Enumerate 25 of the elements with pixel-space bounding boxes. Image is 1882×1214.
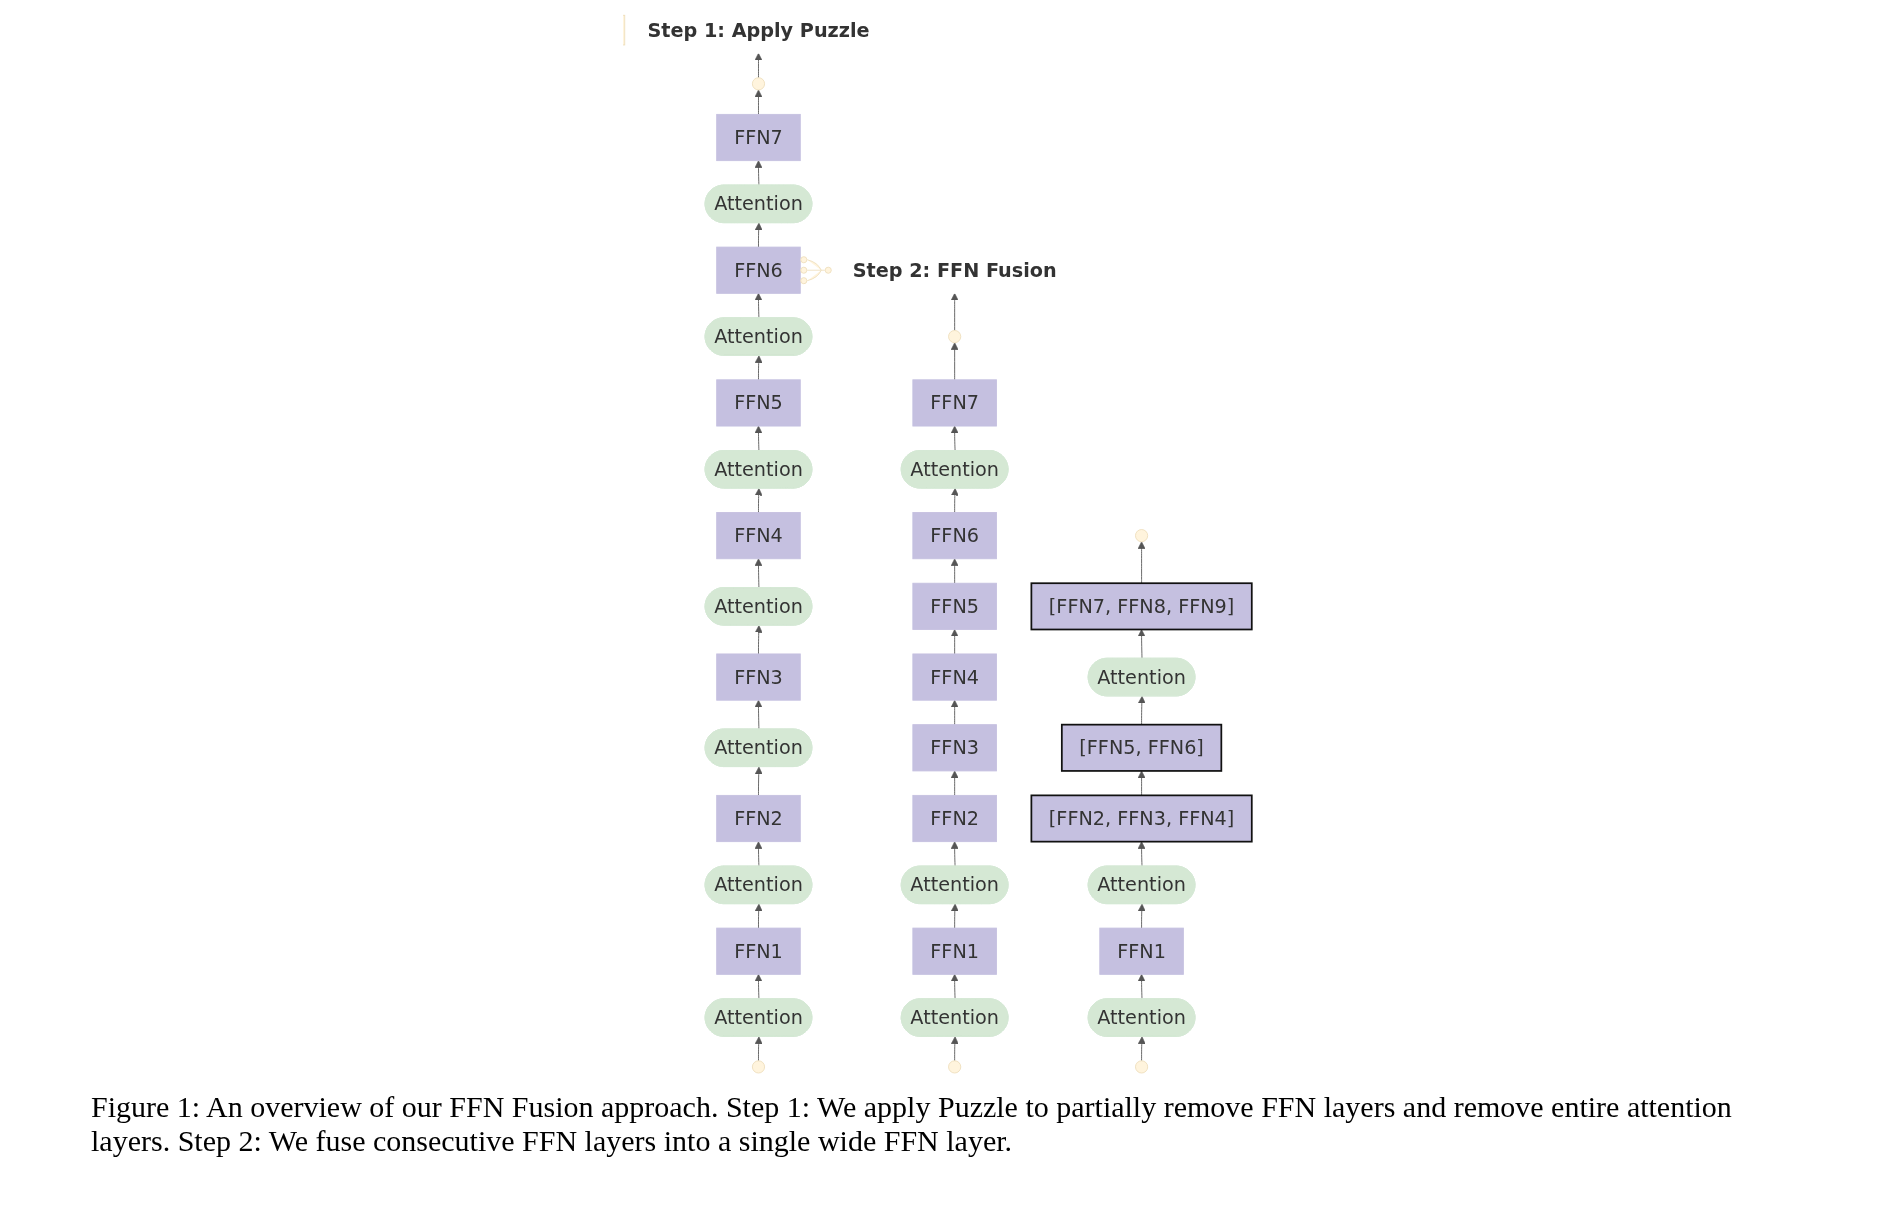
node-box: FFN5 bbox=[912, 582, 997, 630]
node-box: FFN1 bbox=[1099, 927, 1184, 975]
node-dots bbox=[1135, 529, 1149, 543]
node-box: FFN5 bbox=[716, 379, 801, 427]
node-box: [FFN7, FFN8, FFN9] bbox=[1030, 582, 1253, 631]
node-dots bbox=[1135, 1060, 1149, 1074]
node-dots bbox=[752, 77, 766, 91]
node-box: FFN3 bbox=[716, 653, 801, 701]
node-box: FFN4 bbox=[912, 653, 997, 701]
caption: Figure 1: An overview of our FFN Fusion approach. Step 1: We apply Puzzle to partially remove FFN layers and remove entire attention layers. Step 2: We fuse consecutive FFN layers into a single wide FFN layer. bbox=[91, 1090, 1733, 1158]
node-box: FFN4 bbox=[716, 512, 801, 560]
node-box: [FFN2, FFN3, FFN4] bbox=[1030, 794, 1253, 843]
node-box: FFN2 bbox=[912, 794, 997, 843]
node-box: FFN7 bbox=[912, 379, 997, 427]
node-box: [FFN5, FFN6] bbox=[1061, 723, 1223, 772]
node-box: FFN7 bbox=[716, 113, 801, 162]
node-dots bbox=[948, 1060, 962, 1074]
node-box: FFN6 bbox=[912, 512, 997, 560]
node-box: FFN3 bbox=[912, 724, 997, 772]
node-dots bbox=[752, 1060, 766, 1074]
node-box: FFN1 bbox=[912, 927, 997, 975]
node-box: FFN1 bbox=[716, 927, 801, 975]
node-box: FFN2 bbox=[716, 794, 801, 843]
node-dots bbox=[948, 330, 962, 344]
node-box: FFN6 bbox=[716, 246, 801, 294]
